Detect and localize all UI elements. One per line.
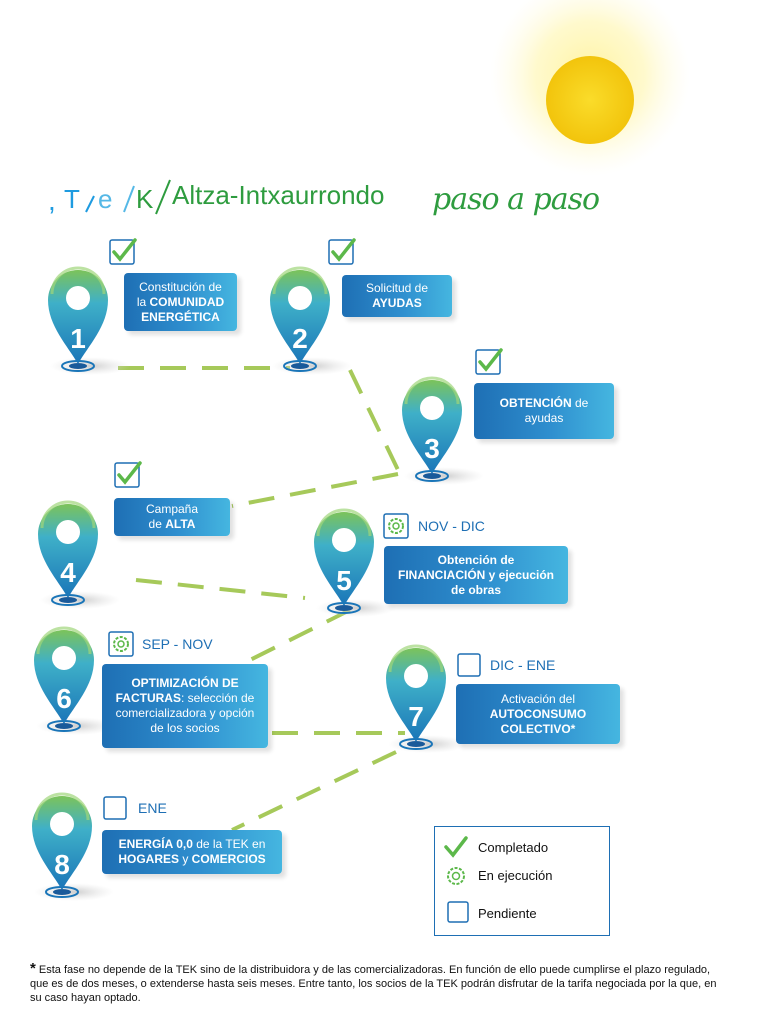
step-pins: 1 2 3 4 5 6 7 8 — [32, 266, 484, 901]
step-5-line3: de obras — [450, 582, 501, 597]
step-6-box: OPTIMIZACIÓN DE FACTURAS: selección de c… — [102, 664, 268, 748]
map-pin-8: 8 — [32, 792, 114, 901]
step-5-box: Obtención de FINANCIACIÓN y ejecución de… — [384, 546, 568, 604]
step-6-line4: de los socios — [150, 721, 220, 735]
step-number-8: 8 — [54, 849, 70, 880]
map-pin-6: 6 — [34, 626, 116, 735]
step-number-4: 4 — [60, 557, 76, 588]
step-1-line3: ENERGÉTICA — [141, 309, 220, 324]
legend-completed-label: Completado — [478, 840, 549, 855]
step-number-6: 6 — [56, 683, 72, 714]
step-3-line1: OBTENCIÓN de — [499, 396, 589, 410]
step-6-line2: FACTURAS: selección de — [115, 691, 255, 705]
step-number-1: 1 — [70, 323, 86, 354]
connector-3-4 — [231, 472, 399, 508]
map-pin-7: 7 — [386, 644, 468, 753]
step-1-box: Constitución de la COMUNIDAD ENERGÉTICA — [124, 273, 237, 331]
step-7-line1: Activación del — [500, 691, 576, 706]
connector-5-6 — [217, 608, 351, 678]
legend-gear-icon — [447, 867, 465, 885]
step-1-line2: la COMUNIDAD — [136, 294, 225, 309]
step-2-line1: Solicitud de — [365, 281, 429, 295]
check-icon — [328, 238, 356, 265]
step-number-5: 5 — [336, 565, 352, 596]
tek-logo-icon: , T e K — [48, 179, 171, 216]
step-5-line2: FINANCIACIÓN y ejecución — [397, 567, 555, 582]
map-pin-1: 1 — [48, 266, 130, 375]
step-7-line2: AUTOCONSUMO — [489, 706, 587, 721]
map-pin-4: 4 — [38, 500, 120, 609]
gear-icon — [108, 631, 134, 657]
step-8-date: ENE — [138, 800, 167, 816]
step-1-line1: Constitución de — [139, 279, 222, 294]
neighborhood-title: Altza-Intxaurrondo — [172, 180, 385, 210]
check-icon — [475, 348, 503, 375]
step-8-line2: HOGARES y COMERCIOS — [118, 852, 266, 866]
footnote: * Esta fase no depende de la TEK sino de… — [30, 960, 730, 1005]
legend-pending-label: Pendiente — [478, 906, 537, 921]
connector-7-8 — [231, 750, 397, 832]
step-4-line2: de ALTA — [148, 517, 196, 531]
footnote-star: * — [30, 960, 36, 977]
sun-illustration — [490, 0, 690, 176]
footnote-text: Esta fase no depende de la TEK sino de l… — [30, 964, 717, 1004]
map-pin-5: 5 — [314, 508, 396, 617]
step-number-2: 2 — [292, 323, 308, 354]
step-3-line2: ayudas — [524, 411, 564, 425]
legend-in-progress-label: En ejecución — [478, 868, 553, 883]
step-7-line3: COLECTIVO* — [500, 721, 576, 736]
svg-text:T: T — [64, 184, 80, 214]
step-8-box: ENERGÍA 0,0 de la TEK en HOGARES y COMER… — [102, 830, 282, 874]
step-4-box: Campaña de ALTA — [114, 498, 230, 536]
step-6-date: SEP - NOV — [142, 636, 213, 652]
step-5-line1: Obtención de — [437, 552, 515, 567]
check-icon — [114, 461, 142, 488]
gear-icon — [383, 513, 409, 539]
step-2-box: Solicitud de AYUDAS — [342, 275, 452, 317]
step-6-line3: comercializadora y opción — [115, 706, 255, 720]
connector-2-3 — [348, 369, 400, 471]
connector-4-5 — [135, 578, 306, 600]
check-icon — [109, 238, 137, 265]
pending-box-icon — [103, 796, 127, 820]
connector-lines — [118, 366, 405, 832]
step-7-date: DIC - ENE — [490, 657, 556, 673]
legend-check-icon — [444, 836, 468, 858]
step-2-line2: AYUDAS — [372, 296, 422, 310]
step-3-box: OBTENCIÓN de ayudas — [474, 383, 614, 439]
step-7-box: Activación del AUTOCONSUMO COLECTIVO* — [456, 684, 620, 744]
svg-text:K: K — [136, 184, 154, 214]
legend-pending-icon — [447, 901, 469, 923]
map-pin-2: 2 — [270, 266, 352, 375]
step-number-7: 7 — [408, 701, 424, 732]
step-8-line1: ENERGÍA 0,0 de la TEK en — [118, 837, 266, 851]
step-4-line1: Campaña — [145, 502, 199, 516]
status-icons — [103, 238, 503, 923]
step-number-3: 3 — [424, 433, 440, 464]
tagline: paso a paso — [432, 182, 600, 217]
pending-box-icon — [457, 653, 481, 677]
step-6-line1: OPTIMIZACIÓN DE — [131, 676, 239, 690]
map-pin-3: 3 — [402, 376, 484, 485]
svg-text:,: , — [48, 185, 56, 216]
legend-box — [434, 826, 610, 936]
svg-text:e: e — [98, 184, 112, 214]
step-5-date: NOV - DIC — [418, 518, 485, 534]
